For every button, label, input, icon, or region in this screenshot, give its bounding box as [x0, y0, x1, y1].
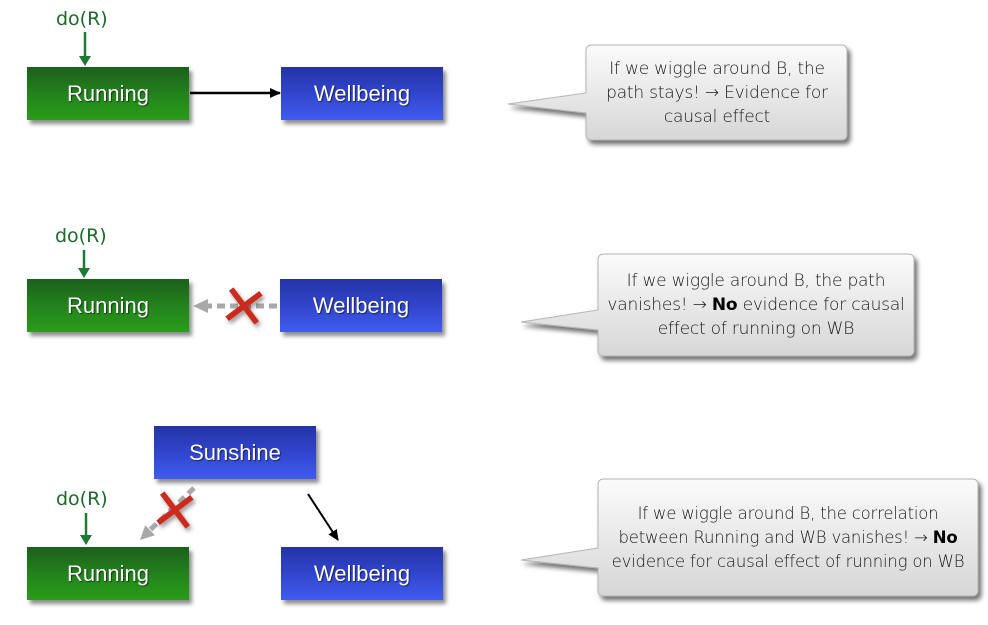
callout-line: evidence for causal effect of running on…: [611, 552, 965, 571]
node-sunshine[interactable]: Sunshine: [154, 426, 316, 479]
callout-text-2: If we wiggle around B, the path vanishes…: [600, 258, 912, 352]
intervention-label: do(R): [55, 225, 107, 247]
callout-line: If we wiggle around B, the correlation: [637, 504, 939, 523]
node-wellbeing[interactable]: Wellbeing: [281, 67, 443, 120]
implies-arrow-icon: →: [692, 295, 707, 315]
callout-emphasis: No: [932, 528, 958, 547]
intervention-label: do(R): [56, 488, 108, 510]
panel-3-arrows: [80, 486, 339, 545]
blocked-arrowhead-3: [140, 525, 155, 540]
node-wellbeing[interactable]: Wellbeing: [281, 547, 443, 600]
callout-text-1: If we wiggle around B, the path stays! →…: [590, 50, 844, 136]
node-running[interactable]: Running: [27, 67, 189, 120]
callout-line: If we wiggle around B, the: [609, 59, 825, 79]
do-arrowhead-2: [78, 268, 90, 278]
callout-line: If we wiggle around B, the path: [626, 271, 886, 291]
do-arrowhead-3: [80, 535, 92, 545]
blocked-x-icon: [225, 287, 263, 325]
intervention-label: do(R): [56, 8, 108, 30]
callout-emphasis: No: [711, 295, 738, 315]
callout-line: evidence for causal: [737, 295, 905, 315]
do-arrowhead-1: [79, 56, 91, 66]
callout-line: vanishes!: [607, 295, 693, 315]
blocked-arrowhead-2: [193, 299, 208, 313]
callout-line: path stays!: [606, 83, 705, 103]
callout-line: Evidence for: [718, 83, 828, 103]
node-wellbeing[interactable]: Wellbeing: [280, 279, 442, 332]
callout-line: effect of running on WB: [657, 319, 855, 339]
callout-text-3: If we wiggle around B, the correlation b…: [598, 484, 978, 592]
blocked-x-icon: [156, 491, 194, 529]
edge-sunshine-to-wellbeing: [307, 493, 339, 541]
node-running[interactable]: Running: [27, 279, 189, 332]
callout-line: between Running and WB vanishes!: [618, 528, 915, 547]
node-running[interactable]: Running: [27, 547, 189, 600]
implies-arrow-icon: →: [914, 528, 928, 547]
implies-arrow-icon: →: [704, 83, 719, 103]
callout-line: causal effect: [663, 107, 771, 127]
edge-sunshine-to-running-blocked: [148, 486, 196, 532]
